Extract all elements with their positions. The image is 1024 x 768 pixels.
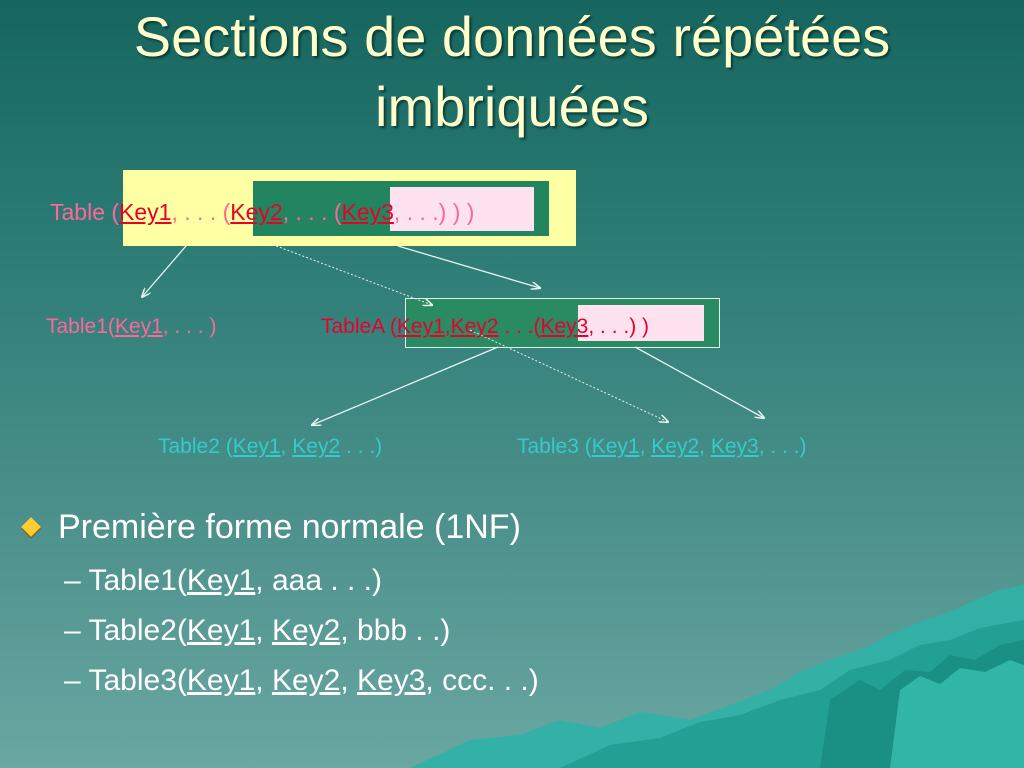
arrow-dotted-to-table3 bbox=[469, 329, 668, 422]
key1-link: Key1 bbox=[119, 199, 172, 225]
tableA-label: TableA (Key1,Key2 . . .(Key3, . . .) ) bbox=[321, 315, 650, 338]
table1-label: Table1(Key1, . . . ) bbox=[46, 315, 217, 338]
arrow-to-table3 bbox=[634, 346, 764, 418]
arrow-to-tableA bbox=[397, 245, 540, 288]
arrow-dotted-to-tableA bbox=[249, 235, 432, 305]
diamond-bullet-icon bbox=[21, 517, 41, 537]
table-nested-label: Table (Key1, . . . (Key2, . . . (Key3, .… bbox=[50, 199, 475, 225]
title-line-1: Sections de données répétées bbox=[133, 5, 891, 68]
key2-link: Key2 bbox=[230, 199, 283, 225]
bullet-item: – Table3(Key1, Key2, Key3, ccc. . .) bbox=[64, 664, 539, 697]
title-line-2: imbriquées bbox=[375, 75, 649, 138]
bullet-item: – Table1(Key1, aaa . . .) bbox=[64, 564, 383, 597]
bullet-item: – Table2(Key1, Key2, bbb . .) bbox=[64, 614, 451, 647]
arrow-to-table1 bbox=[142, 245, 187, 297]
arrow-to-table2 bbox=[312, 346, 499, 425]
tableA-nested-highlight bbox=[578, 305, 704, 341]
table3-label: Table3 (Key1, Key2, Key3, . . .) bbox=[517, 435, 807, 458]
bullet-main: Première forme normale (1NF) bbox=[18, 505, 521, 549]
table-nested-level3-highlight bbox=[390, 187, 534, 231]
key3-link: Key3 bbox=[341, 199, 394, 225]
table2-label: Table2 (Key1, Key2 . . .) bbox=[158, 435, 383, 458]
slide-title: Sections de données répétées imbriquées bbox=[0, 2, 1024, 142]
